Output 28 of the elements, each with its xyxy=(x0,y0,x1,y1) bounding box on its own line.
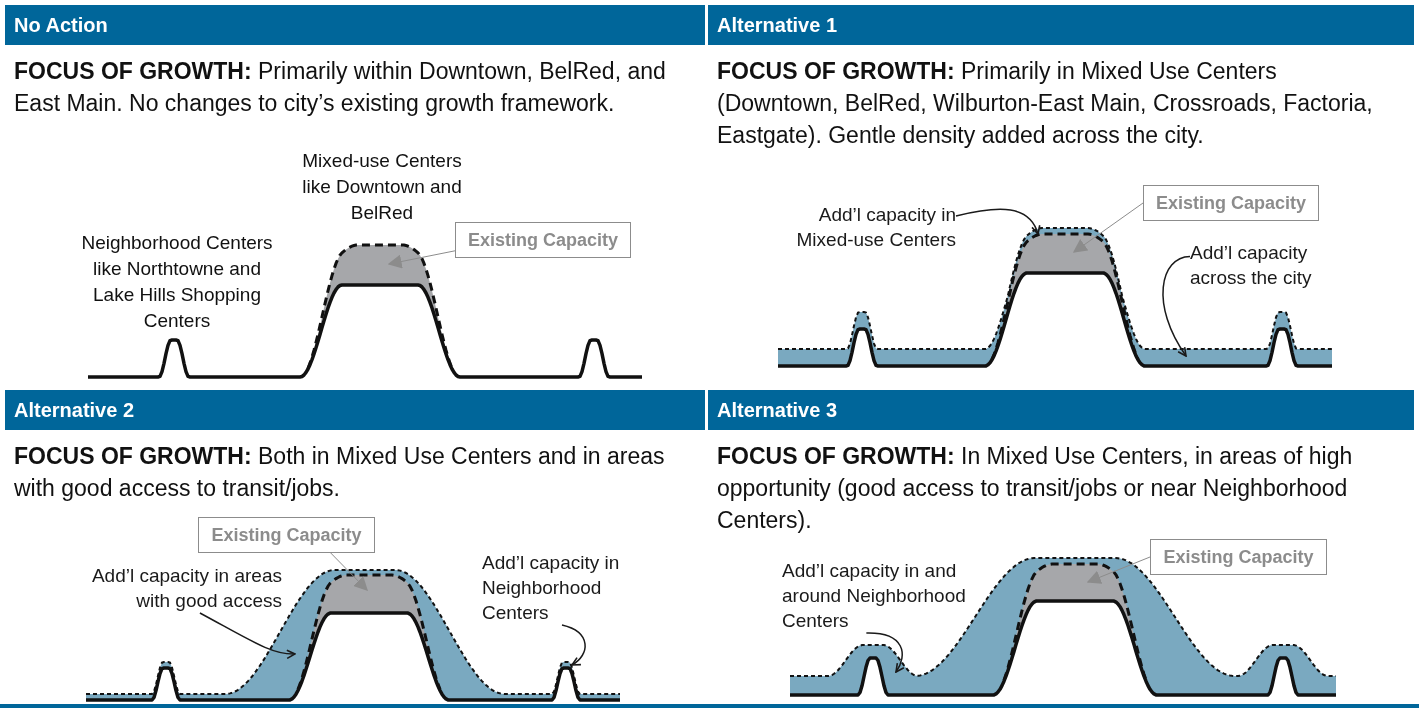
focus-description: FOCUS OF GROWTH: Both in Mixed Use Centers and in areas with good access to transit/jobs. xyxy=(14,442,666,503)
callout-box: Existing Capacity xyxy=(1150,539,1327,575)
header-bar: Alternative 1 xyxy=(708,5,1414,45)
leader-arrow xyxy=(387,250,456,269)
leader-arrow xyxy=(561,624,586,666)
leader-arrow xyxy=(1162,255,1191,357)
leader-arrow xyxy=(865,632,905,673)
focus-description: FOCUS OF GROWTH: Primarily in Mixed Use Centers (Downtown, BelRed, Wilburton-East Main, Crossroads, Factoria, Eastgate). Gentle density added across the city. xyxy=(717,57,1374,150)
area-label: Mixed-use Centers like Downtown and BelRed xyxy=(301,149,463,225)
callout-text: Add’l capacity in Mixed-use Centers xyxy=(762,202,956,252)
focus-description: FOCUS OF GROWTH: In Mixed Use Centers, in areas of high opportunity (good access to transit/jobs or near Neighborhood Centers). xyxy=(717,442,1354,535)
callout-box: Existing Capacity xyxy=(198,517,375,553)
callout-text: Add’l capacity across the city xyxy=(1190,240,1340,290)
callout-box: Existing Capacity xyxy=(1143,185,1319,221)
focus-description: FOCUS OF GROWTH: Primarily within Downtown, BelRed, and East Main. No changes to city’s existing growth framework. xyxy=(14,57,667,118)
leader-arrow xyxy=(955,208,1040,235)
leader-arrow xyxy=(1086,556,1151,584)
header-bar: No Action xyxy=(5,5,705,45)
callout-text: Add’l capacity in Neighborhood Centers xyxy=(482,550,642,625)
callout-text: Add’l capacity in and around Neighborhood Centers xyxy=(782,558,1004,633)
area-label: Neighborhood Centers like Northtowne and Lake Hills Shopping Centers xyxy=(80,231,274,333)
callout-box: Existing Capacity xyxy=(455,222,631,258)
leader-arrow xyxy=(199,612,296,659)
header-bar: Alternative 2 xyxy=(5,390,705,430)
callout-text: Add’l capacity in areas with good access xyxy=(66,563,282,613)
leader-arrow xyxy=(1072,202,1144,253)
header-bar: Alternative 3 xyxy=(708,390,1414,430)
leader-arrow xyxy=(330,552,368,591)
